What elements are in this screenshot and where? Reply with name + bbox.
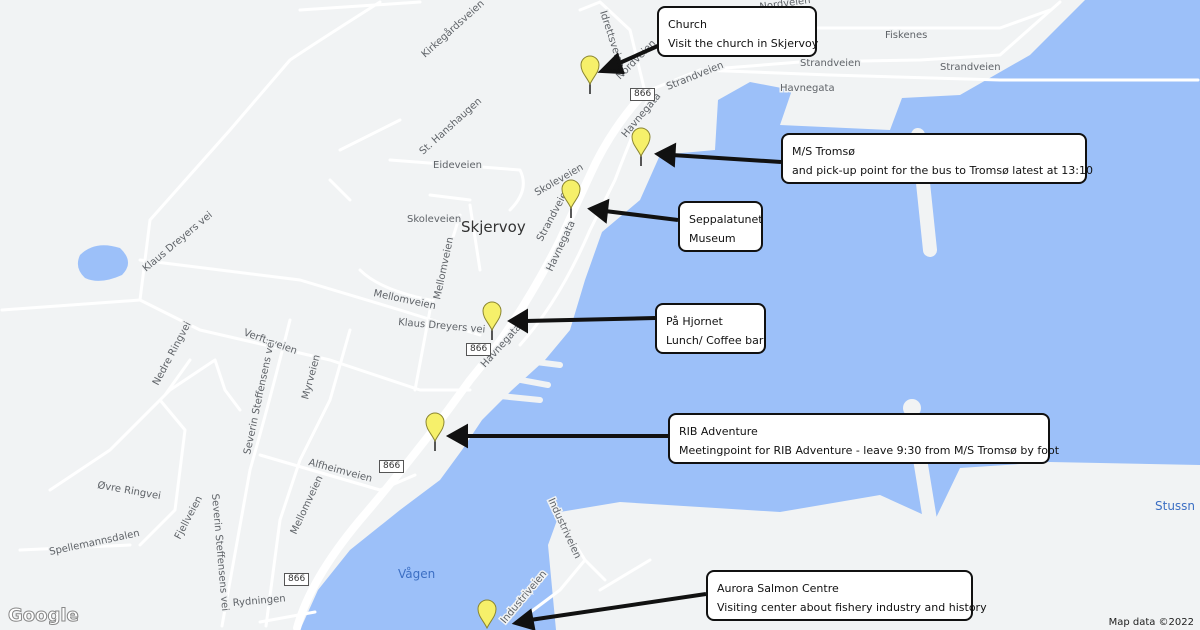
callout-ms-tromso[interactable]: M/S Tromsø and pick-up point for the bus… xyxy=(781,133,1093,184)
google-logo[interactable]: Google xyxy=(8,605,80,627)
street-label: Klaus Dreyers vei xyxy=(398,317,486,336)
street-label: Fjellveien xyxy=(173,494,205,541)
marker-rib-adventure[interactable] xyxy=(425,412,445,451)
callout-rib-adventure[interactable]: RIB Adventure Meetingpoint for RIB Adven… xyxy=(668,413,1060,464)
callout-church[interactable]: Church Visit the church in Skjervoy xyxy=(657,6,819,57)
callout-title: Aurora Salmon Centre xyxy=(717,582,839,595)
route-shield: 866 xyxy=(379,460,405,473)
street-label: Havnegata xyxy=(780,83,835,94)
callout-description: Meetingpoint for RIB Adventure - leave 9… xyxy=(679,444,1060,457)
street-label: Fiskenes xyxy=(885,30,927,41)
callout-arrows xyxy=(445,43,782,630)
street-label: Spellemannsdalen xyxy=(48,528,140,558)
street-label: Mellomveien xyxy=(289,474,326,536)
marker-pa-hjornet[interactable] xyxy=(482,301,502,340)
callout-description: Visit the church in Skjervoy xyxy=(668,37,819,50)
street-label: Severin Steffensens vei xyxy=(209,493,230,611)
route-shield: 866 xyxy=(466,343,492,356)
water-label: Vågen xyxy=(398,567,435,581)
street-label: Eideveien xyxy=(433,160,482,171)
callout-description: Museum xyxy=(689,232,736,245)
callout-title: M/S Tromsø xyxy=(792,145,855,158)
street-label: Strandveien xyxy=(665,60,725,93)
street-label: Myrveien xyxy=(300,353,323,400)
street-label: Skoleveien xyxy=(407,214,461,225)
callout-title: Seppalatunet xyxy=(689,213,763,226)
route-shield: 866 xyxy=(284,573,310,586)
callout-title: Church xyxy=(668,18,707,31)
street-label: Strandveien xyxy=(800,58,861,69)
map-attribution[interactable]: Map data ©2022 xyxy=(1108,617,1194,628)
callout-description: Visiting center about fishery industry a… xyxy=(717,601,987,614)
callout-title: På Hjornet xyxy=(666,315,723,328)
map-markers xyxy=(425,55,651,630)
callout-title: RIB Adventure xyxy=(679,425,758,438)
marker-aurora-salmon-centre[interactable] xyxy=(477,599,497,630)
street-label: Mellomveien xyxy=(432,236,456,300)
street-label: Rydningen xyxy=(232,593,286,609)
marker-seppalatunet[interactable] xyxy=(561,179,581,218)
street-label: Mellomveien xyxy=(372,288,436,312)
lake xyxy=(77,245,129,281)
callout-aurora-salmon-centre[interactable]: Aurora Salmon Centre Visiting center abo… xyxy=(706,570,987,621)
street-label: Strandveien xyxy=(940,62,1001,73)
street-label: Øvre Ringvei xyxy=(96,479,161,502)
marker-church[interactable] xyxy=(580,55,600,94)
route-shield: 866 xyxy=(630,88,656,101)
place-label: Skjervoy xyxy=(461,218,526,236)
edge-label: Stussn xyxy=(1155,499,1195,513)
street-label: Kirkegårdsveien xyxy=(418,0,486,60)
callout-description: and pick-up point for the bus to Tromsø … xyxy=(792,164,1093,177)
callout-seppalatunet[interactable]: Seppalatunet Museum xyxy=(678,201,763,252)
street-label: St. Hanshaugen xyxy=(418,96,484,157)
marker-ms-tromso[interactable] xyxy=(631,127,651,166)
callout-pa-hjornet[interactable]: På Hjornet Lunch/ Coffee bar xyxy=(655,303,766,354)
callout-description: Lunch/ Coffee bar xyxy=(666,334,764,347)
